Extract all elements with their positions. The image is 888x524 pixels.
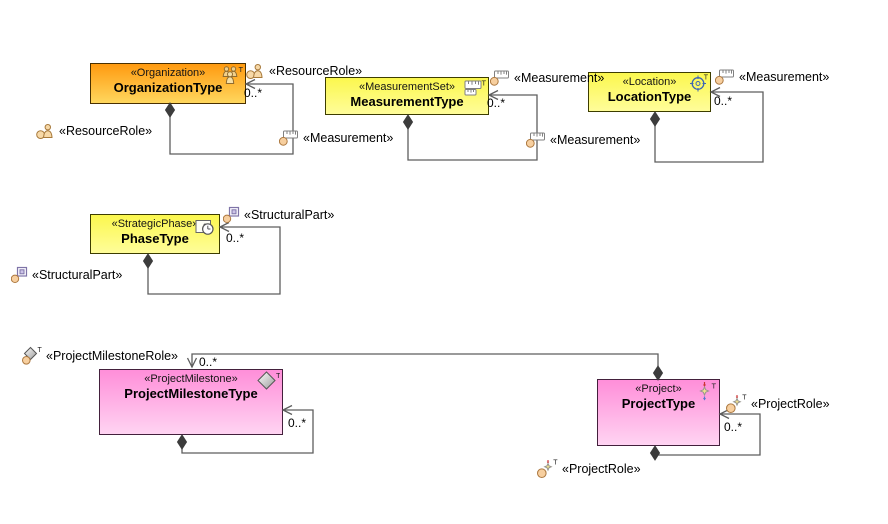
measurement-label-top-1[interactable]: «Measurement» — [489, 69, 605, 86]
role-label-text: «Measurement» — [303, 130, 394, 145]
project-milestone-icon: T — [257, 371, 281, 390]
project-self-multiplicity[interactable]: 0..* — [724, 420, 743, 434]
class-phase-type[interactable]: «StrategicPhase»PhaseType — [90, 214, 220, 254]
measurement-self-composition-diamond — [402, 114, 414, 130]
project-icon: T — [695, 381, 717, 403]
milestone-self-multiplicity[interactable]: 0..* — [288, 416, 307, 430]
stereotype-label: «Location» — [622, 76, 677, 88]
role-label-text: «Measurement» — [739, 69, 830, 84]
structural-part-label-left[interactable]: «StructuralPart» — [10, 266, 123, 284]
phase-self-multiplicity[interactable]: 0..* — [226, 231, 245, 245]
svg-text:T: T — [553, 460, 558, 467]
svg-text:T: T — [742, 395, 747, 402]
measurement-role-icon — [525, 131, 546, 148]
project-milestone-role-icon: T — [22, 346, 43, 365]
class-name: LocationType — [607, 89, 692, 104]
measurement-role-icon — [714, 68, 735, 85]
role-label-text: «Measurement» — [550, 132, 641, 147]
organization-self-multiplicity[interactable]: 0..* — [244, 86, 263, 100]
class-name: ProjectMilestoneType — [124, 386, 258, 401]
milestone-self-composition-diamond — [176, 434, 188, 450]
role-label-text: «ProjectRole» — [562, 462, 641, 476]
measurement-role-icon — [278, 129, 299, 146]
organization-icon: T — [220, 65, 244, 85]
role-label-text: «ProjectRole» — [751, 397, 830, 411]
measurement-icon: T — [464, 79, 487, 97]
structural-part-icon — [222, 206, 240, 224]
role-label-text: «ResourceRole» — [269, 64, 363, 78]
stereotype-label: «Project» — [635, 383, 682, 395]
structural-part-label-top[interactable]: «StructuralPart» — [222, 206, 335, 224]
class-name: PhaseType — [121, 231, 189, 246]
class-name: MeasurementType — [350, 94, 464, 109]
project-milestone-composition-diamond — [652, 365, 664, 381]
project-milestone-role-label[interactable]: T«ProjectMilestoneRole» — [22, 346, 178, 365]
stereotype-label: «ProjectMilestone» — [144, 373, 238, 385]
class-name: ProjectType — [621, 396, 696, 411]
project-self-composition-diamond — [649, 445, 661, 461]
project-role-label-bottom[interactable]: T «ProjectRole» — [536, 459, 641, 479]
role-label-text: «ResourceRole» — [59, 124, 153, 138]
phase-self-composition-diamond — [142, 253, 154, 269]
stereotype-label: «MeasurementSet» — [359, 81, 455, 93]
measurement-label-top-2[interactable]: «Measurement» — [714, 68, 830, 85]
strategic-phase-icon — [195, 216, 217, 236]
project-role-label-right[interactable]: T «ProjectRole» — [725, 394, 830, 414]
svg-text:T: T — [38, 347, 43, 354]
svg-text:T: T — [276, 371, 280, 380]
location-icon: T — [689, 74, 709, 93]
project-milestone-multiplicity[interactable]: 0..* — [199, 355, 218, 369]
structural-part-icon — [10, 266, 28, 284]
svg-text:T: T — [239, 65, 244, 74]
milestone-self-composition-arrowhead — [281, 404, 293, 416]
project-role-icon: T — [536, 459, 558, 479]
class-organization-type[interactable]: «Organization»OrganizationType T — [90, 63, 246, 104]
measurement-label-mid-2[interactable]: «Measurement» — [525, 131, 641, 148]
role-label-text: «ProjectMilestoneRole» — [46, 348, 179, 363]
location-self-multiplicity[interactable]: 0..* — [714, 94, 733, 108]
role-label-text: «Measurement» — [514, 70, 605, 85]
project-role-icon: T — [725, 394, 747, 414]
stereotype-label: «StrategicPhase» — [111, 218, 199, 230]
class-project-type[interactable]: «Project»ProjectType T — [597, 379, 720, 446]
role-label-text: «StructuralPart» — [32, 267, 123, 282]
measurement-role-icon — [489, 69, 510, 86]
measurement-label-mid-1[interactable]: «Measurement» — [278, 129, 394, 146]
class-project-milestone-type[interactable]: «ProjectMilestone»ProjectMilestoneType T — [99, 369, 283, 435]
class-location-type[interactable]: «Location»LocationType T — [588, 72, 711, 112]
project-milestone-composition-arrowhead — [186, 357, 198, 369]
class-measurement-type[interactable]: «MeasurementSet»MeasurementType T — [325, 77, 489, 115]
organization-self-composition-diamond — [164, 102, 176, 118]
project-milestone-composition[interactable] — [191, 353, 659, 367]
class-name: OrganizationType — [113, 80, 223, 95]
resource-role-label-left[interactable]: «ResourceRole» — [36, 122, 152, 140]
measurement-self-multiplicity[interactable]: 0..* — [487, 96, 506, 110]
role-label-text: «StructuralPart» — [244, 207, 335, 222]
svg-text:T: T — [712, 382, 717, 391]
resource-role-icon — [36, 122, 55, 140]
svg-text:T: T — [704, 75, 708, 82]
stereotype-label: «Organization» — [130, 67, 206, 79]
svg-text:T: T — [482, 79, 487, 88]
resource-role-label-top[interactable]: «ResourceRole» — [246, 62, 362, 80]
resource-role-icon — [246, 62, 265, 80]
location-self-composition-diamond — [649, 111, 661, 127]
